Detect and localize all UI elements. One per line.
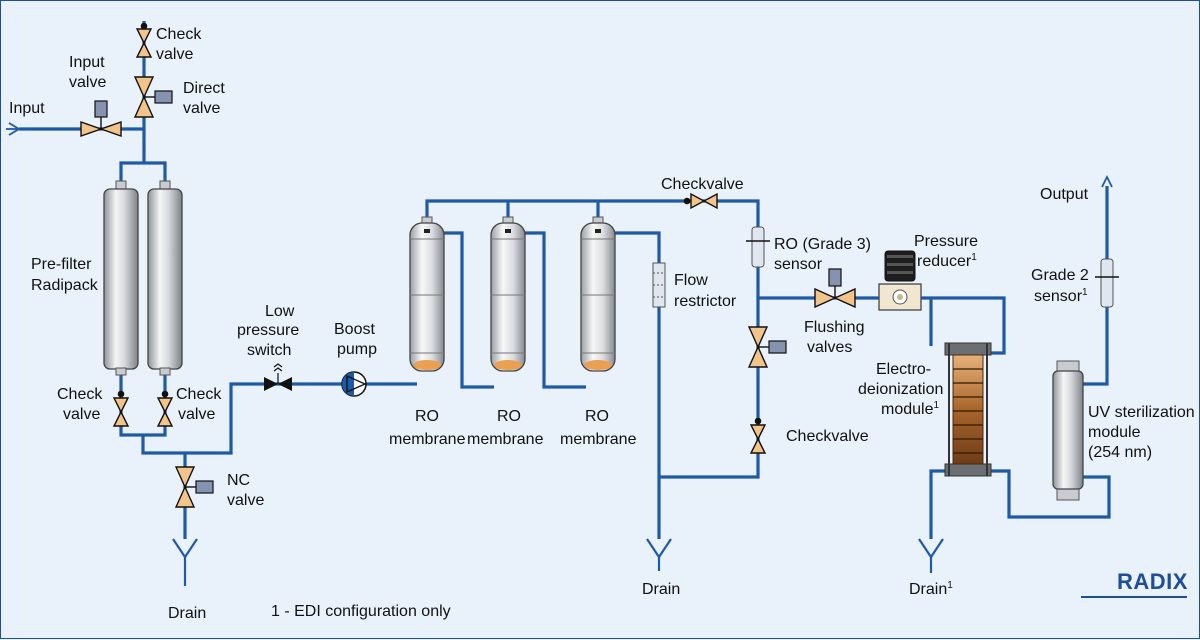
drain-left-label: Drain <box>168 605 206 622</box>
edi-label-2: deionization <box>858 381 943 398</box>
top-checkvalve[interactable] <box>683 192 718 210</box>
direct-valve-label-2: valve <box>183 100 220 117</box>
boost-pump[interactable] <box>341 371 367 397</box>
drain-mid-label: Drain <box>642 581 680 598</box>
lps-label-1: Low <box>265 303 295 320</box>
pressure-label-1: Pressure <box>914 233 978 250</box>
uv-label-2: module <box>1088 424 1141 441</box>
nc-valve-label-1: NC <box>227 472 250 489</box>
check-left-label-1: Check <box>57 386 103 403</box>
left-drain-symbol <box>172 538 198 586</box>
ro3-label-1: RO <box>585 408 609 425</box>
edi-label-1: Electro- <box>876 361 931 378</box>
boost-label-1: Boost <box>334 321 375 338</box>
ro1-label-2: membrane <box>389 431 466 448</box>
direct-valve-label-1: Direct <box>183 80 225 97</box>
output-arrow <box>1101 174 1113 188</box>
direct-valve[interactable] <box>133 76 173 118</box>
bottom-checkvalve[interactable] <box>749 417 767 454</box>
pressure-reducer[interactable] <box>878 250 922 311</box>
prefilter-label-1: Pre-filter <box>31 256 92 273</box>
check-top-label-2: valve <box>156 46 193 63</box>
to-edi-pipe <box>920 296 1006 355</box>
pump-feed-pipe <box>185 382 417 455</box>
edi-drain-symbol <box>918 538 944 573</box>
flow-restrictor-label-1: Flow <box>674 272 708 289</box>
flushing-label-1: Flushing <box>804 319 864 336</box>
edi-label-3: module1 <box>881 400 939 418</box>
input-arrow <box>6 122 21 136</box>
left-check-valve[interactable] <box>112 390 130 427</box>
middle-drain-symbol <box>646 538 672 571</box>
flow-restrictor-label-2: restrictor <box>674 293 737 310</box>
pressure-label-2: reducer1 <box>917 252 977 270</box>
ro1-to-ro2-pipe <box>444 231 494 389</box>
radix-logo: RADIX <box>1117 569 1188 594</box>
grade2-label-1: Grade 2 <box>1031 267 1089 284</box>
drain-edi-label: Drain1 <box>909 580 953 598</box>
ro-sensor-label-2: sensor <box>774 256 823 273</box>
ro2-to-ro3-pipe <box>523 231 586 389</box>
nc-valve[interactable] <box>174 466 214 508</box>
ro2-label-1: RO <box>497 408 521 425</box>
ro2-label-2: membrane <box>467 431 544 448</box>
ro-membrane-3 <box>580 216 616 372</box>
right-check-valve[interactable] <box>156 390 174 427</box>
check-right-label-2: valve <box>178 406 215 423</box>
check-right-label-1: Check <box>176 386 222 403</box>
uv-label-1: UV sterilization <box>1088 404 1195 421</box>
prefilter-label-2: Radipack <box>31 277 99 294</box>
ro-membrane-1 <box>409 216 445 372</box>
edi-drain-pipe <box>929 469 948 539</box>
uv-sterilization-module <box>1052 360 1084 501</box>
prefilter-to-nc-pipe <box>141 435 185 455</box>
input-label: Input <box>9 100 45 117</box>
lps-label-2: pressure <box>237 322 299 339</box>
reject-pipe <box>613 231 661 539</box>
permeate-pipe <box>659 199 760 479</box>
grade2-sensor <box>1095 258 1119 308</box>
input-valve[interactable] <box>80 100 122 137</box>
flushing-valve-horizontal[interactable] <box>814 268 856 309</box>
check-top-label-1: Check <box>156 26 202 43</box>
prefilter-radipack <box>103 180 183 376</box>
prefilter-inlet-pipe <box>119 161 167 183</box>
checkvalve-top-label: Checkvalve <box>661 176 744 193</box>
ro-top-manifold-pipe <box>425 199 748 223</box>
check-left-label-2: valve <box>63 406 100 423</box>
nc-valve-label-2: valve <box>227 492 264 509</box>
flushing-valve-vertical[interactable] <box>747 326 787 368</box>
flow-restrictor <box>652 262 666 308</box>
ro-grade3-sensor <box>746 226 770 268</box>
boost-label-2: pump <box>337 341 377 358</box>
input-valve-label-1: Input <box>69 54 105 71</box>
checkvalve-bottom-label: Checkvalve <box>786 428 869 445</box>
ro-sensor-label-1: RO (Grade 3) <box>774 236 871 253</box>
edi-module <box>944 342 992 477</box>
top-check-valve[interactable] <box>135 22 153 58</box>
output-label: Output <box>1040 186 1089 203</box>
edi-to-uv-pipe <box>987 469 1111 519</box>
lps-label-3: switch <box>247 342 291 359</box>
ro-membrane-2 <box>490 216 526 372</box>
grade2-label-2: sensor1 <box>1034 287 1088 305</box>
uv-to-output-pipe <box>1083 186 1109 386</box>
flushing-label-2: valves <box>807 339 852 356</box>
ro1-label-1: RO <box>415 408 439 425</box>
input-valve-label-2: valve <box>69 74 106 91</box>
uv-label-3: (254 nm) <box>1088 444 1152 461</box>
low-pressure-switch[interactable] <box>264 363 292 391</box>
ro3-label-2: membrane <box>560 431 637 448</box>
footnote-label: 1 - EDI configuration only <box>271 603 451 620</box>
